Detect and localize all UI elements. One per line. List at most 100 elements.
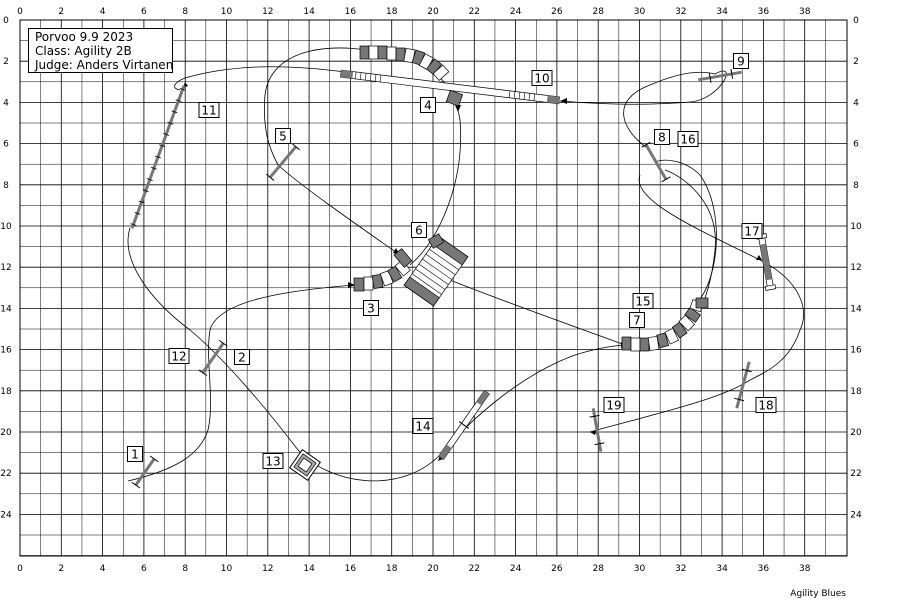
x-tick-label: 36 [758, 564, 770, 574]
y-tick-label: 20 [0, 428, 12, 438]
obstacle-6-aframe [403, 235, 469, 307]
footer-brand: Agility Blues [790, 589, 846, 599]
obstacle-4-tunnel [359, 45, 464, 107]
y-tick-label: 16 [0, 346, 12, 356]
y-tick-label: 16 [850, 346, 862, 356]
x-tick-label: 20 [427, 7, 439, 17]
obstacle-number-text: 18 [758, 399, 773, 413]
x-tick-label: 30 [634, 564, 646, 574]
obstacle-number-text: 7 [633, 314, 641, 328]
y-tick-label: 24 [850, 510, 862, 520]
y-tick-label: 8 [3, 181, 9, 191]
course-border [19, 19, 848, 557]
y-tick-label: 2 [3, 57, 9, 67]
obstacle-number-text: 2 [238, 351, 246, 365]
obstacle-19-jump [589, 408, 605, 452]
x-tick-label: 6 [141, 564, 147, 574]
x-tick-label: 24 [510, 564, 522, 574]
obstacle-number-14: 14 [412, 418, 434, 434]
obstacle-6-tunnel-end [393, 233, 445, 268]
x-tick-label: 6 [141, 7, 147, 17]
obstacle-number-17: 17 [741, 223, 763, 239]
x-tick-label: 22 [469, 7, 480, 17]
x-tick-label: 12 [262, 7, 273, 17]
x-tick-label: 22 [469, 564, 480, 574]
x-tick-label: 10 [221, 7, 233, 17]
x-tick-label: 4 [100, 564, 106, 574]
x-tick-label: 18 [386, 564, 398, 574]
x-tick-label: 0 [17, 7, 23, 17]
obstacle-number-6: 6 [411, 222, 427, 238]
obstacle-5-jump [265, 143, 301, 181]
obstacle-number-16: 16 [677, 131, 699, 147]
obstacle-number-5: 5 [275, 128, 291, 144]
x-tick-label: 38 [799, 564, 811, 574]
course-judge: Judge: Anders Virtanen [35, 58, 174, 72]
obstacle-number-text: 17 [744, 225, 759, 239]
x-tick-label: 30 [634, 7, 646, 17]
x-tick-label: 32 [675, 7, 686, 17]
obstacle-number-19: 19 [603, 397, 625, 413]
y-tick-label: 8 [853, 181, 859, 191]
obstacle-number-3: 3 [363, 300, 379, 316]
x-tick-label: 24 [510, 7, 522, 17]
obstacle-number-text: 4 [424, 99, 432, 113]
y-tick-label: 0 [3, 16, 9, 26]
obstacle-number-text: 14 [415, 420, 430, 434]
obstacle-number-8: 8 [654, 129, 670, 145]
y-tick-label: 18 [850, 387, 862, 397]
obstacle-number-7: 7 [629, 312, 645, 328]
obstacle-number-text: 1 [131, 448, 139, 462]
obstacle-number-text: 6 [415, 224, 423, 238]
obstacle-7-tunnel [621, 297, 709, 352]
obstacle-17-tire [755, 233, 777, 291]
x-tick-label: 16 [345, 564, 357, 574]
obstacle-11-weave [130, 85, 186, 229]
x-tick-label: 18 [386, 7, 398, 17]
obstacle-number-4: 4 [420, 97, 436, 113]
obstacle-number-10: 10 [531, 70, 553, 86]
obstacle-number-text: 19 [606, 399, 621, 413]
x-tick-label: 20 [427, 564, 439, 574]
obstacle-number-text: 8 [658, 131, 666, 145]
x-tick-label: 10 [221, 564, 233, 574]
x-tick-label: 28 [592, 564, 604, 574]
y-tick-label: 18 [0, 387, 12, 397]
obstacle-10-dogwalk [340, 69, 560, 105]
y-tick-label: 14 [850, 304, 862, 314]
y-tick-label: 10 [850, 222, 862, 232]
obstacle-number-15: 15 [632, 293, 654, 309]
obstacle-number-text: 13 [265, 455, 280, 469]
obstacle-9-jump [698, 68, 742, 83]
x-tick-label: 26 [551, 564, 563, 574]
y-tick-label: 2 [853, 57, 859, 67]
x-tick-label: 32 [675, 564, 686, 574]
obstacle-number-text: 10 [534, 72, 549, 86]
x-tick-label: 8 [182, 564, 188, 574]
y-tick-label: 20 [850, 428, 862, 438]
obstacle-number-text: 15 [635, 295, 650, 309]
x-tick-label: 14 [303, 7, 315, 17]
y-tick-label: 6 [3, 140, 9, 150]
y-tick-label: 22 [850, 469, 861, 479]
x-tick-label: 2 [58, 7, 64, 17]
obstacle-number-2: 2 [234, 349, 250, 365]
y-tick-label: 12 [0, 263, 11, 273]
course-date-location: Porvoo 9.9 2023 [35, 30, 134, 44]
obstacle-number-11: 11 [198, 102, 220, 118]
y-tick-label: 4 [853, 98, 859, 108]
obstacle-number-9: 9 [733, 53, 749, 69]
y-tick-label: 14 [0, 304, 12, 314]
obstacle-number-text: 5 [279, 130, 287, 144]
x-tick-label: 26 [551, 7, 563, 17]
obstacle-number-1: 1 [127, 446, 143, 462]
y-tick-label: 10 [0, 222, 12, 232]
x-tick-label: 34 [716, 7, 728, 17]
y-tick-label: 12 [850, 263, 861, 273]
